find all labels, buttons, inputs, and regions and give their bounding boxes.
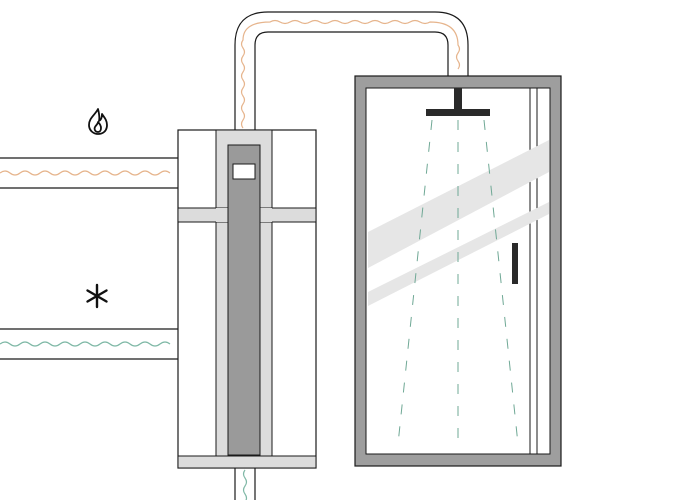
glass-reflection [368,140,549,268]
unit-display [232,163,256,180]
cold-inlet-wave [0,341,171,347]
water-spray [397,119,519,445]
unit-core [227,144,261,456]
shower-head [426,109,490,116]
heat-exchanger-unit [177,129,317,469]
door-handle[interactable] [512,243,518,284]
riser-pipe [234,11,469,130]
drain-pipe [234,468,256,500]
riser-hot-wave [240,19,461,129]
hot-inlet-pipe [0,157,178,189]
flame-icon [88,108,108,135]
shower-cabin [354,75,562,467]
shower-arm [454,88,462,110]
hot-inlet-wave [0,170,171,176]
cold-inlet-pipe [0,328,178,360]
snowflake-icon [86,283,108,309]
door-edge [529,87,538,455]
